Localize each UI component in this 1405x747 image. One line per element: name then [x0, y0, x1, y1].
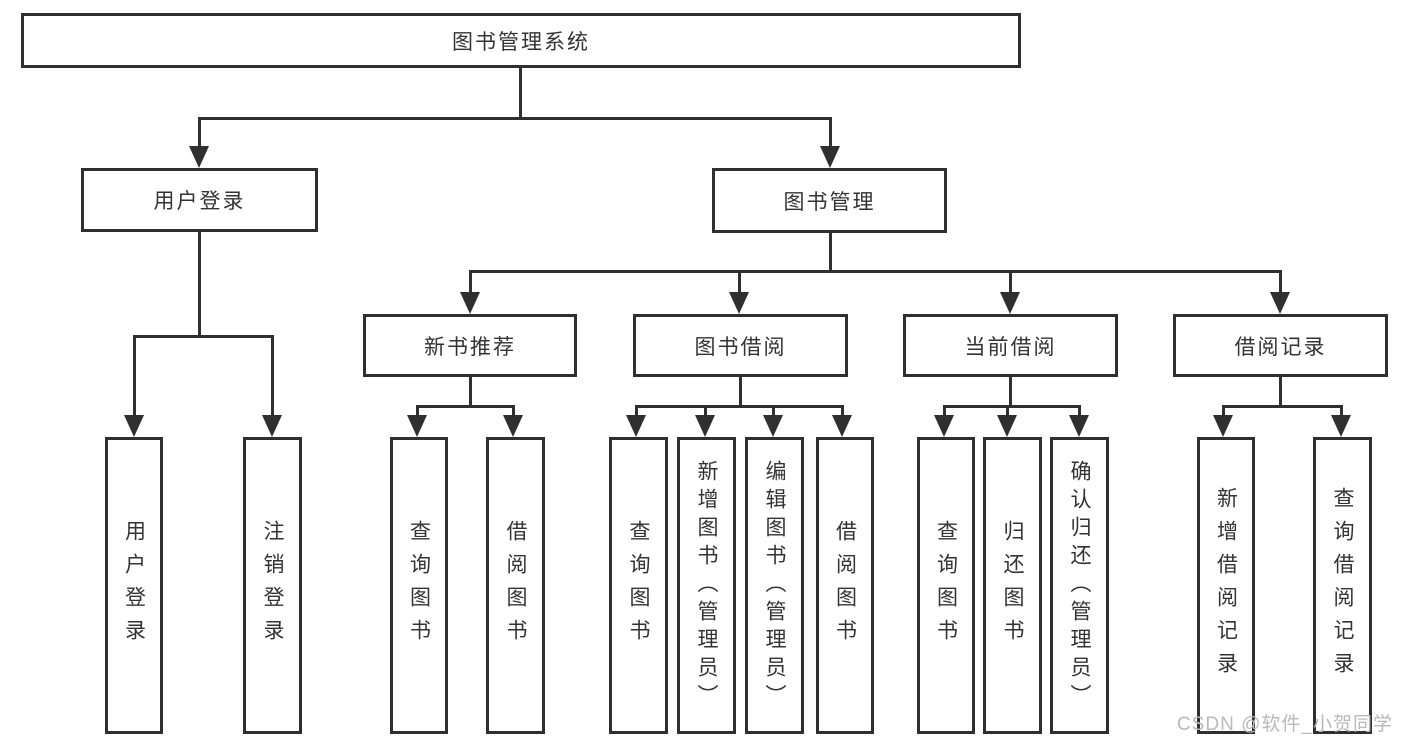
- arrowhead-d2: [997, 415, 1017, 437]
- leaf-current-query-books: 查询图书: [917, 437, 975, 734]
- node-library-system-label: 图书管理系统: [452, 30, 590, 54]
- connector-root-stem: [519, 68, 522, 117]
- node-new-book-rec-label: 新书推荐: [424, 335, 516, 359]
- leaf-add-borrow-record-label: 新增借阅记录: [1214, 486, 1238, 685]
- arrowhead-b2: [503, 415, 523, 437]
- arrowhead-d3: [1069, 415, 1089, 437]
- leaf-rec-query-books-label: 查询图书: [407, 519, 431, 652]
- leaf-user-login-label: 用户登录: [122, 519, 146, 652]
- arrowhead-leaf-logout: [262, 415, 282, 437]
- connector-drop-book-mgmt: [829, 117, 832, 147]
- connector-drop-book-borrow: [738, 270, 741, 292]
- connector-drop-leaf-logout: [271, 335, 274, 415]
- leaf-return-books: 归还图书: [983, 437, 1042, 734]
- leaf-user-login: 用户登录: [105, 437, 163, 734]
- connector-borrow-records-stem: [1279, 377, 1282, 407]
- connector-drop-borrow-records: [1279, 270, 1282, 292]
- leaf-borrow-query-books: 查询图书: [609, 437, 668, 734]
- node-book-borrow-label: 图书借阅: [694, 335, 787, 359]
- leaf-borrow-books-label: 借阅图书: [833, 519, 857, 652]
- arrowhead-borrow-records: [1270, 292, 1290, 314]
- leaf-logout: 注销登录: [243, 437, 302, 734]
- node-current-borrow: 当前借阅: [903, 314, 1118, 377]
- connector-drop-e2: [1340, 405, 1343, 415]
- arrowhead-e1: [1213, 415, 1233, 437]
- connector-drop-c4: [841, 405, 844, 415]
- connector-drop-d2: [1006, 405, 1009, 415]
- connector-drop-leaf-login: [133, 335, 136, 415]
- connector-new-book-rec-bar: [416, 405, 515, 408]
- node-library-system: 图书管理系统: [21, 13, 1021, 68]
- connector-root-bar: [198, 117, 831, 120]
- leaf-confirm-return-admin-label: 确认归还（管理员）: [1068, 459, 1091, 712]
- connector-drop-d1: [943, 405, 946, 415]
- connector-drop-d3: [1078, 405, 1081, 415]
- node-new-book-rec: 新书推荐: [363, 314, 577, 377]
- connector-drop-user-login: [198, 117, 201, 147]
- connector-drop-b2: [512, 405, 515, 415]
- connector-user-login-stem: [198, 232, 201, 335]
- leaf-add-borrow-record: 新增借阅记录: [1197, 437, 1255, 734]
- connector-new-book-rec-stem: [469, 377, 472, 407]
- leaf-edit-books-admin: 编辑图书（管理员）: [745, 437, 804, 734]
- connector-drop-c1: [635, 405, 638, 415]
- connector-drop-new-book-rec: [469, 270, 472, 292]
- leaf-return-books-label: 归还图书: [1001, 519, 1024, 652]
- arrowhead-b1: [407, 415, 427, 437]
- arrowhead-book-borrow: [729, 292, 749, 314]
- node-book-mgmt-label: 图书管理: [783, 190, 876, 214]
- arrowhead-d1: [934, 415, 954, 437]
- node-user-login: 用户登录: [81, 168, 318, 232]
- connector-user-login-bar: [133, 335, 274, 338]
- leaf-edit-books-admin-label: 编辑图书（管理员）: [763, 459, 786, 712]
- leaf-current-query-books-label: 查询图书: [934, 519, 958, 652]
- leaf-rec-query-books: 查询图书: [390, 437, 448, 734]
- connector-level3-bar: [469, 270, 1282, 273]
- leaf-rec-borrow-books-label: 借阅图书: [504, 519, 527, 652]
- connector-book-borrow-stem: [739, 377, 742, 407]
- arrowhead-c4: [832, 415, 852, 437]
- csdn-watermark: CSDN @软件_小贺同学: [1177, 714, 1393, 735]
- arrowhead-current-borrow: [1000, 292, 1020, 314]
- connector-book-mgmt-stem: [829, 233, 832, 272]
- arrowhead-c3: [763, 415, 783, 437]
- arrowhead-leaf-login: [124, 415, 144, 437]
- arrowhead-new-book-rec: [460, 292, 480, 314]
- connector-borrow-records-bar: [1222, 405, 1343, 408]
- leaf-query-borrow-record-label: 查询借阅记录: [1331, 486, 1354, 685]
- connector-drop-c2: [704, 405, 707, 415]
- connector-current-borrow-stem: [1009, 377, 1012, 407]
- leaf-add-books-admin-label: 新增图书（管理员）: [695, 459, 718, 712]
- arrowhead-e2: [1331, 415, 1351, 437]
- node-current-borrow-label: 当前借阅: [964, 335, 1057, 359]
- leaf-borrow-books: 借阅图书: [816, 437, 874, 734]
- node-borrow-records: 借阅记录: [1173, 314, 1388, 377]
- node-book-borrow: 图书借阅: [633, 314, 848, 377]
- leaf-borrow-query-books-label: 查询图书: [627, 519, 650, 652]
- arrowhead-c1: [626, 415, 646, 437]
- arrowhead-c2: [695, 415, 715, 437]
- arrowhead-user-login: [189, 146, 209, 168]
- node-user-login-label: 用户登录: [153, 190, 246, 213]
- leaf-query-borrow-record: 查询借阅记录: [1313, 437, 1372, 734]
- leaf-rec-borrow-books: 借阅图书: [486, 437, 545, 734]
- connector-drop-b1: [416, 405, 419, 415]
- node-book-mgmt: 图书管理: [712, 168, 947, 233]
- arrowhead-book-mgmt: [820, 146, 840, 168]
- leaf-confirm-return-admin: 确认归还（管理员）: [1050, 437, 1109, 734]
- leaf-add-books-admin: 新增图书（管理员）: [677, 437, 736, 734]
- connector-drop-c3: [772, 405, 775, 415]
- connector-drop-e1: [1222, 405, 1225, 415]
- connector-current-borrow-bar: [943, 405, 1081, 408]
- node-borrow-records-label: 借阅记录: [1234, 335, 1327, 359]
- leaf-logout-label: 注销登录: [261, 519, 284, 652]
- connector-drop-current-borrow: [1009, 270, 1012, 292]
- connector-book-borrow-bar: [635, 405, 844, 408]
